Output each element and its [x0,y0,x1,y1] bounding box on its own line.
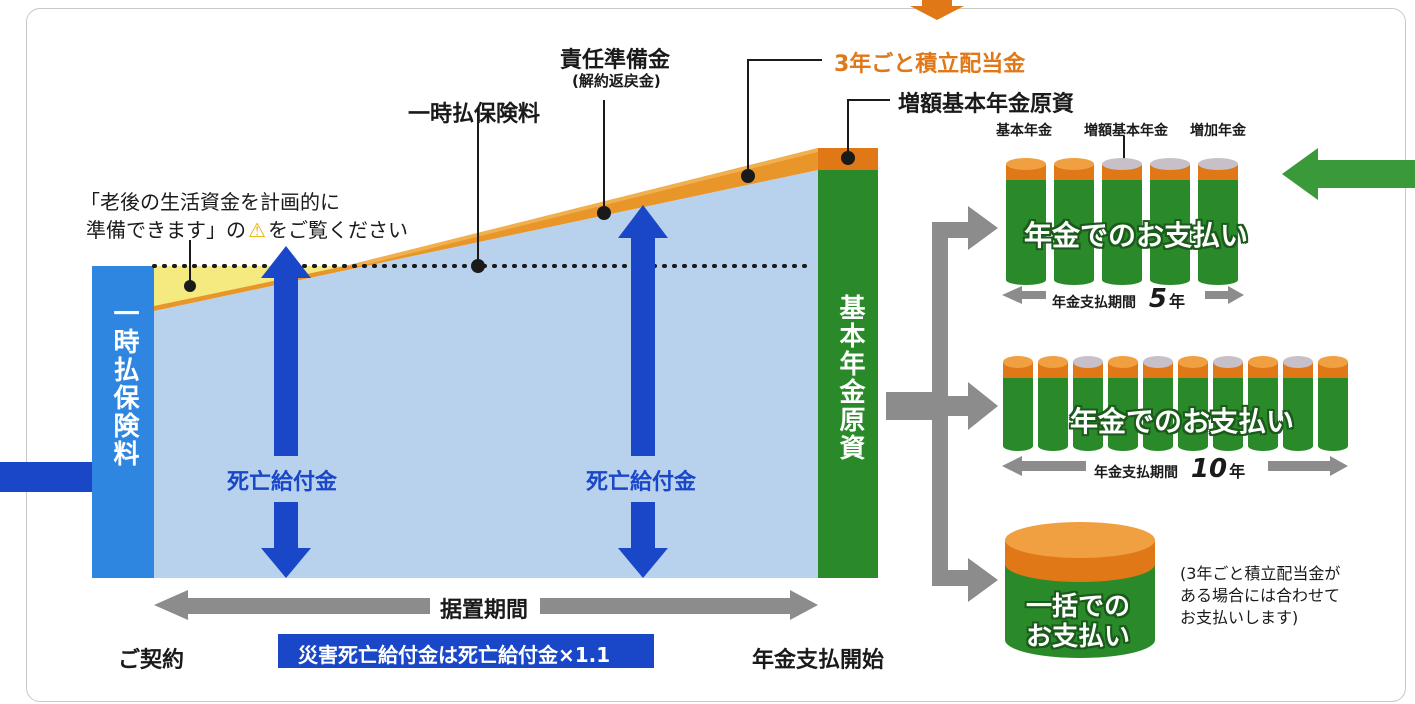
dividend-band [154,148,818,311]
coin-top [1038,356,1068,368]
coin-bottom [1102,275,1142,285]
option-5-period-label: 年金支払期間 [1052,295,1136,311]
coin-bottom [1178,441,1208,451]
coin-bottom [1213,441,1243,451]
coin-bottom [1318,441,1348,451]
coin-bottom [1054,275,1094,285]
dividend-label: 3年ごと積立配当金 [834,52,1026,77]
note-line-2: 準備できます」の⚠をご覧ください [86,214,408,243]
coins-10-years [1003,356,1348,451]
period-10-left [1002,456,1086,476]
branch-trunk [886,206,998,602]
coin-body [1054,164,1094,280]
coin-top [1213,356,1243,368]
payout-start-label: 年金支払開始 [752,648,885,673]
option-10-title: 年金でのお支払い [1070,405,1295,438]
coin-bottom [1038,441,1068,451]
coin-top [1248,356,1278,368]
reserve-label: 責任準備金 [560,48,671,73]
coin-bottom [1003,441,1033,451]
period-5-right [1205,286,1244,304]
lump-note-2: ある場合には合わせて [1180,586,1341,605]
option-10-period-label: 年金支払期間 [1094,465,1178,481]
coin-top [1054,158,1094,170]
legend-additional: 増加年金 [1190,123,1246,139]
coin-body [1006,164,1046,280]
death-benefit-label-1: 死亡給付金 [227,470,338,495]
legend-basic: 基本年金 [996,123,1052,139]
lump-title-2: お支払い [1026,622,1131,652]
leader-increase-fund [847,99,890,158]
coin-top [1283,356,1313,368]
lump-sum-coin [1005,522,1155,658]
period-10-right [1268,456,1348,476]
deferral-arrow-left [154,590,430,620]
disaster-label: 災害死亡給付金は死亡給付金×1.1 [298,643,611,667]
option-10-period-value: 10 [1190,454,1228,484]
coin-top [1143,356,1173,368]
option-10-period-unit: 年 [1229,462,1246,481]
coin-top [1198,158,1238,170]
death-benefit-arrow-2 [618,205,668,578]
lump-note-1: (3年ごと積立配当金が [1180,564,1341,583]
deferral-arrow-right [540,590,818,620]
lump-note-3: お支払いします) [1180,608,1299,627]
coin-top [1150,158,1190,170]
option-5-title: 年金でのお支払い [1024,219,1249,252]
base-fund-bar-label: 基本年金原資 [835,294,865,462]
coins-5-years [1006,158,1238,285]
coin-bottom [1143,441,1173,451]
coin-top [1318,356,1348,368]
death-benefit-label-2: 死亡給付金 [586,470,697,495]
coin-bottom [1073,441,1103,451]
deferral-label: 据置期間 [440,598,529,623]
premium-bar-label: 一時払保険料 [109,300,139,468]
warning-icon: ⚠ [248,218,266,242]
coin-bottom [1198,275,1238,285]
base-fund-bar [818,170,878,578]
coin-bottom [1006,275,1046,285]
legend-increased-basic: 増額基本年金 [1084,123,1168,139]
disaster-box [278,634,654,668]
coin-bottom [1150,275,1190,285]
increase-fund-label: 増額基本年金原資 [898,92,1075,117]
coin-top [1003,356,1033,368]
incoming-orange-arrow [910,0,964,20]
coin-body [1198,164,1238,280]
period-5-left [1002,286,1046,304]
option-5-period-value: 5 [1148,284,1167,314]
incoming-green-arrow [1282,148,1415,200]
premium-top-label: 一時払保険料 [408,102,541,127]
lump-title-1: 一括での [1026,592,1131,622]
reserve-sub-label: (解約返戻金) [572,72,661,90]
coin-body [1150,164,1190,280]
coin-bottom [1248,441,1278,451]
coin-top [1073,356,1103,368]
coin-top [1006,158,1046,170]
coin-top [1178,356,1208,368]
coin-body [1102,164,1142,280]
coin-bottom [1283,441,1313,451]
coin-bottom [1108,441,1138,451]
note-line-1: 「老後の生活資金を計画的に [80,190,340,214]
coin-top [1102,158,1142,170]
dividend-band-top [345,148,818,266]
death-benefit-arrow-1 [261,246,311,578]
premium-bar [92,266,154,578]
branch-middle [948,382,998,430]
coin-top [1108,356,1138,368]
contract-label: ご契約 [118,648,185,673]
note-line-2b: をご覧ください [268,218,408,242]
leader-dividend [747,59,822,176]
note-line-2a: 準備できます」の [86,218,246,242]
option-5-period-unit: 年 [1168,292,1185,311]
